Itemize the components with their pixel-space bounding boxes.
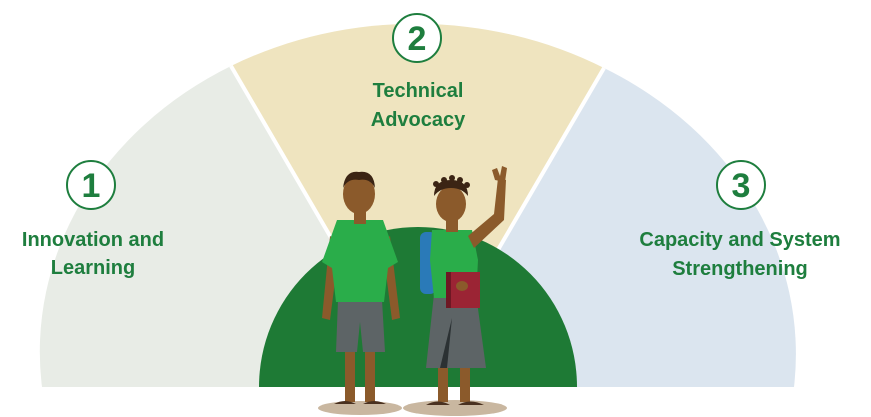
label-innovation-line2: Learning: [51, 257, 135, 279]
label-capacity-line2: Strengthening: [672, 258, 808, 280]
segment-technical-advocacy: [231, 23, 604, 387]
boy-figure: [322, 171, 400, 404]
label-innovation-line1: Innovation and: [22, 229, 164, 251]
boy-shadow: [318, 401, 402, 415]
label-technical-line1: Technical: [373, 80, 464, 102]
girl-figure: [420, 166, 507, 405]
badge-2-number: 2: [408, 20, 427, 58]
girl-shadow: [403, 400, 507, 416]
badge-3: 3: [716, 160, 766, 210]
badge-1-number: 1: [82, 167, 101, 205]
label-technical-line2: Advocacy: [371, 109, 466, 131]
badge-3-number: 3: [732, 167, 751, 205]
label-capacity-line1: Capacity and System: [639, 229, 840, 251]
badge-2: 2: [392, 13, 442, 63]
badge-1: 1: [66, 160, 116, 210]
